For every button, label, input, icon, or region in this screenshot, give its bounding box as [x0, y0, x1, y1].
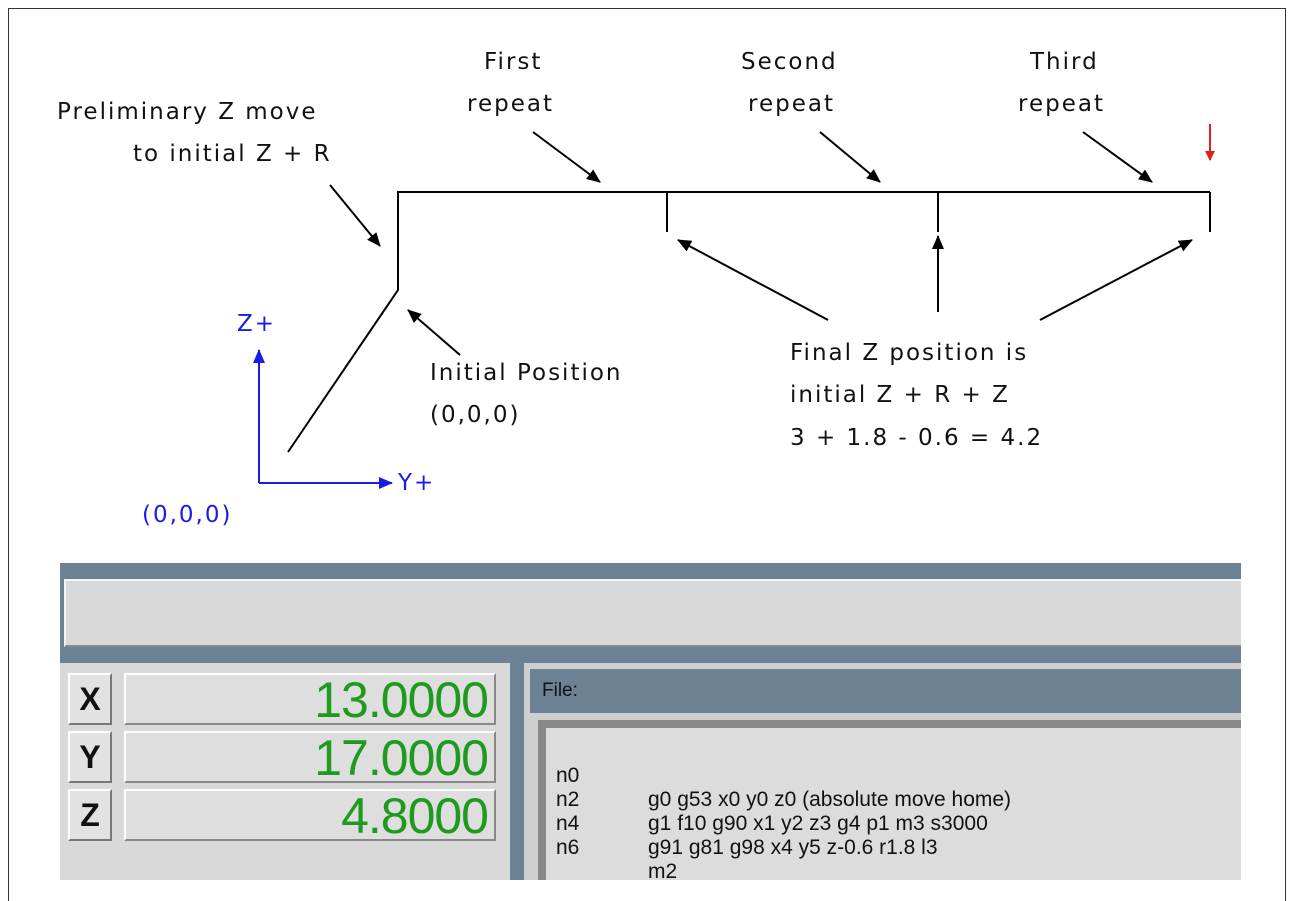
axis-x-value: 13.0000: [124, 673, 496, 725]
file-panel: File: n0 g0 g53 x0 y0 z0 (absolute move …: [524, 663, 1241, 880]
line-number: n0: [556, 764, 580, 787]
preliminary-label-line1: Preliminary Z move: [57, 99, 318, 125]
axis-gui-screenshot: X 13.0000 Y 17.0000 Z 4.8000 File: n0 g0…: [60, 563, 1241, 880]
final-z-label-line2: initial Z + R + Z: [790, 382, 1010, 408]
tool-path: [287, 191, 1210, 453]
line-text: g1 f10 g90 x1 y2 z3 g4 p1 m3 s3000: [648, 812, 988, 835]
line-text: m2: [648, 860, 678, 880]
code-line[interactable]: n0 g0 g53 x0 y0 z0 (absolute move home): [556, 740, 1011, 811]
second-repeat-arrow: [819, 131, 881, 183]
line-number: n4: [556, 812, 580, 835]
final-z-label-line1: Final Z position is: [790, 340, 1029, 366]
third-repeat-label-line2: repeat: [1018, 91, 1105, 117]
figure-frame: [8, 8, 1286, 901]
file-label: File:: [530, 669, 1241, 713]
final-z-label-line3: 3 + 1.8 - 0.6 = 4.2: [790, 425, 1044, 451]
code-line[interactable]: n2 g1 f10 g90 x1 y2 z3 g4 p1 m3 s3000: [556, 764, 988, 835]
dro-row-y: Y 17.0000: [60, 728, 510, 784]
axis-y-value: 17.0000: [124, 731, 496, 783]
second-repeat-label-line2: repeat: [748, 91, 835, 117]
first-repeat-label-line2: repeat: [467, 91, 554, 117]
z-axis-label: Z+: [237, 311, 277, 337]
code-line[interactable]: n6 m2: [556, 812, 677, 880]
panel-divider: [510, 663, 524, 880]
preliminary-label-line2: to initial Z + R: [133, 141, 332, 167]
initial-position-label-line2: (0,0,0): [430, 402, 521, 428]
initial-position-label-line1: Initial Position: [430, 360, 623, 386]
third-repeat-label-line1: Third: [1030, 49, 1099, 75]
first-repeat-arrow: [532, 131, 601, 183]
axis-y-button[interactable]: Y: [68, 731, 112, 783]
diagram-drawing: [253, 124, 1215, 489]
line-number: n2: [556, 788, 580, 811]
line-number: n6: [556, 836, 580, 859]
toolbar-area: [64, 579, 1241, 647]
final-z-arrow-left: [677, 239, 829, 321]
axis-x-button[interactable]: X: [68, 673, 112, 725]
line-text: g91 g81 g98 x4 y5 z-0.6 r1.8 l3: [648, 836, 938, 859]
dro-panel: X 13.0000 Y 17.0000 Z 4.8000: [60, 663, 510, 880]
preliminary-arrow: [329, 184, 381, 247]
third-repeat-arrow: [1082, 131, 1153, 183]
axis-z-value: 4.8000: [124, 789, 496, 841]
axis-z-button[interactable]: Z: [68, 789, 112, 841]
dro-row-x: X 13.0000: [60, 670, 510, 726]
code-line[interactable]: n4 g91 g81 g98 x4 y5 z-0.6 r1.8 l3: [556, 788, 938, 859]
second-repeat-label-line1: Second: [741, 49, 838, 75]
dro-row-z: Z 4.8000: [60, 786, 510, 842]
canned-cycle-diagram: Preliminary Z move to initial Z + R Firs…: [57, 49, 1215, 528]
initial-position-arrow: [407, 309, 461, 356]
first-repeat-label-line1: First: [484, 49, 543, 75]
gcode-listing[interactable]: n0 g0 g53 x0 y0 z0 (absolute move home) …: [538, 720, 1241, 880]
line-text: g0 g53 x0 y0 z0 (absolute move home): [648, 788, 1012, 811]
y-axis-label: Y+: [398, 470, 436, 496]
final-z-arrow-right: [1039, 239, 1193, 321]
origin-label: (0,0,0): [142, 502, 233, 528]
